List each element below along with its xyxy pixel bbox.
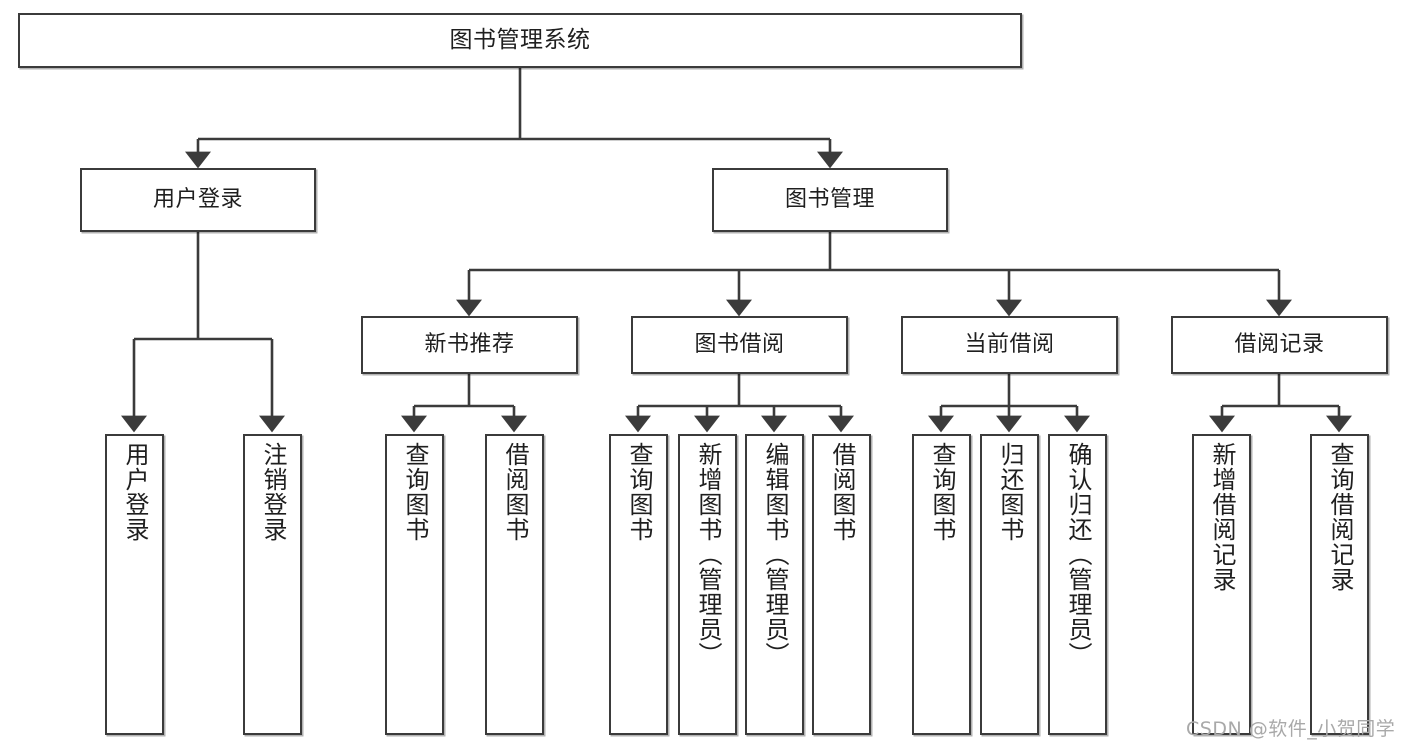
node-label: 当前借阅 bbox=[964, 332, 1055, 358]
node-book-management[interactable]: 图书管理 bbox=[712, 168, 948, 232]
node-leaf-query-book-3[interactable]: 查询图书 bbox=[912, 434, 971, 735]
node-new-book-recommend[interactable]: 新书推荐 bbox=[361, 316, 578, 374]
node-leaf-confirm-return[interactable]: 确认归还（管理员） bbox=[1048, 434, 1107, 735]
node-label: 图书管理 bbox=[784, 187, 875, 213]
node-label: 借阅图书 bbox=[500, 442, 529, 542]
node-leaf-query-book-1[interactable]: 查询图书 bbox=[385, 434, 444, 735]
node-label: 查询图书 bbox=[400, 442, 429, 542]
node-leaf-user-login[interactable]: 用户登录 bbox=[105, 434, 164, 735]
node-label: 图书借阅 bbox=[694, 332, 785, 358]
node-leaf-query-book-2[interactable]: 查询图书 bbox=[609, 434, 668, 735]
node-leaf-add-record[interactable]: 新增借阅记录 bbox=[1192, 434, 1251, 735]
node-label: 新增借阅记录 bbox=[1207, 442, 1236, 592]
node-leaf-logout-login[interactable]: 注销登录 bbox=[243, 434, 302, 735]
node-label: 查询图书 bbox=[624, 442, 653, 542]
node-label: 确认归还（管理员） bbox=[1063, 442, 1092, 667]
node-borrow-record[interactable]: 借阅记录 bbox=[1171, 316, 1388, 374]
node-label: 查询图书 bbox=[927, 442, 956, 542]
node-book-borrow[interactable]: 图书借阅 bbox=[631, 316, 848, 374]
node-leaf-edit-book[interactable]: 编辑图书（管理员） bbox=[745, 434, 804, 735]
node-label: 借阅图书 bbox=[827, 442, 856, 542]
node-leaf-borrow-book-2[interactable]: 借阅图书 bbox=[812, 434, 871, 735]
node-book-management-system[interactable]: 图书管理系统 bbox=[18, 13, 1022, 68]
node-label: 注销登录 bbox=[258, 442, 287, 542]
node-user-login[interactable]: 用户登录 bbox=[80, 168, 316, 232]
node-leaf-add-book[interactable]: 新增图书（管理员） bbox=[678, 434, 737, 735]
node-label: 借阅记录 bbox=[1234, 332, 1325, 358]
node-label: 查询借阅记录 bbox=[1325, 442, 1354, 592]
node-label: 编辑图书（管理员） bbox=[760, 442, 789, 667]
node-label: 新书推荐 bbox=[424, 332, 515, 358]
node-label: 归还图书 bbox=[995, 442, 1024, 542]
node-leaf-query-record[interactable]: 查询借阅记录 bbox=[1310, 434, 1369, 735]
node-label: 新增图书（管理员） bbox=[693, 442, 722, 667]
node-label: 图书管理系统 bbox=[449, 27, 591, 54]
node-label: 用户登录 bbox=[152, 187, 243, 213]
node-leaf-borrow-book-1[interactable]: 借阅图书 bbox=[485, 434, 544, 735]
node-label: 用户登录 bbox=[120, 442, 149, 542]
node-current-borrow[interactable]: 当前借阅 bbox=[901, 316, 1118, 374]
watermark: CSDN @软件_小贺同学 bbox=[1186, 718, 1396, 740]
node-leaf-return-book[interactable]: 归还图书 bbox=[980, 434, 1039, 735]
